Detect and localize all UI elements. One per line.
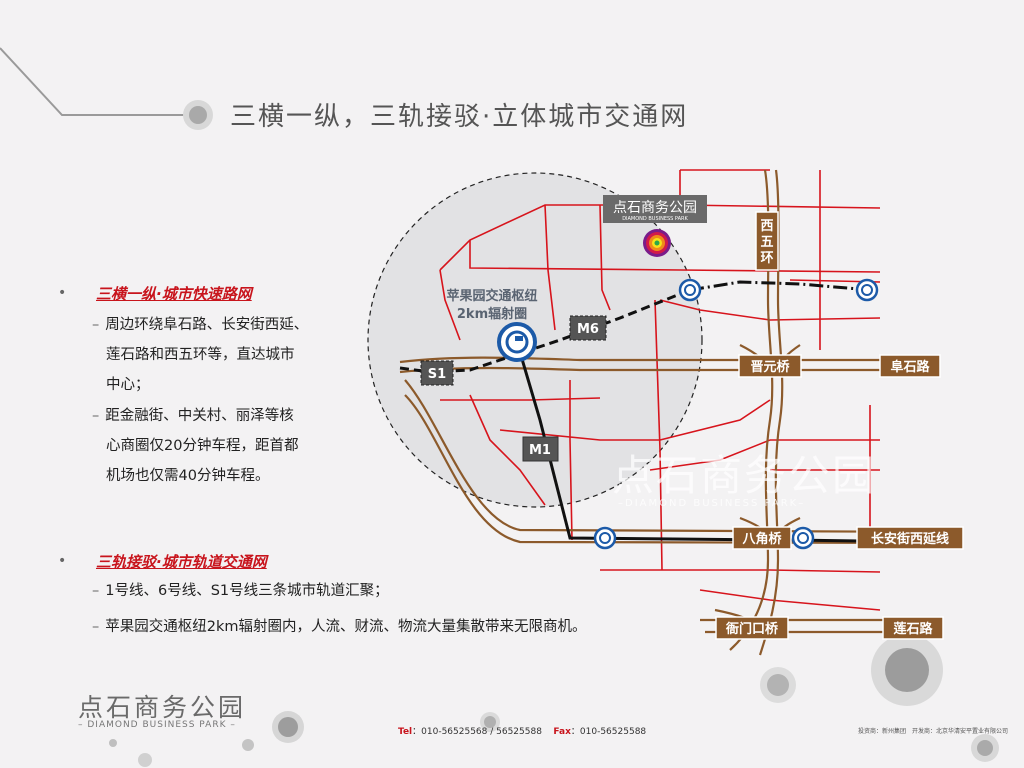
metro-station-icon xyxy=(497,322,537,362)
road-label-yamenkouqiao: 衙门口桥 xyxy=(715,616,789,640)
section-rail-item-2: –苹果园交通枢纽2km辐射圈内，人流、财流、物流大量集散带来无限商机。 xyxy=(92,612,652,642)
site-target-icon xyxy=(643,229,671,257)
text-line: 1号线、6号线、S1号线三条城市轨道汇聚； xyxy=(105,583,389,599)
svg-text:衙门口桥: 衙门口桥 xyxy=(725,621,779,637)
footer-logo-sub: – DIAMOND BUSINESS PARK – xyxy=(78,720,236,730)
site-label-box xyxy=(603,195,707,223)
road-label-xiwuhuan: 西 五 环 xyxy=(755,211,779,271)
bullet-marker: • xyxy=(58,553,67,569)
svg-text:晋元桥: 晋元桥 xyxy=(750,359,790,375)
metro-line-6-extension xyxy=(689,280,871,292)
svg-text:M6: M6 xyxy=(577,322,599,337)
svg-text:环: 环 xyxy=(760,251,773,266)
road-label-bajiaoqiao: 八角桥 xyxy=(732,526,792,550)
dash-marker: – xyxy=(92,408,100,424)
section-roads-item-1: –周边环绕阜石路、长安街西延、 莲石路和西五环等，直达城市 中心； xyxy=(92,310,342,400)
road-label-fushilu: 阜石路 xyxy=(879,354,941,378)
section-rail-item-1: –1号线、6号线、S1号线三条城市轨道汇聚； xyxy=(92,576,652,606)
metro-station-icon xyxy=(855,278,879,302)
svg-text:五: 五 xyxy=(760,235,773,250)
svg-text:八角桥: 八角桥 xyxy=(741,531,782,547)
fax-key: Fax xyxy=(553,727,571,737)
site-sublabel: DIAMOND BUSINESS PARK xyxy=(622,216,688,222)
metro-badge-m1: M1 xyxy=(522,436,559,462)
section-heading-rail: 三轨接驳·城市轨道交通网 xyxy=(96,553,267,571)
text-line: 中心； xyxy=(106,377,150,393)
road-label-lianshilu: 莲石路 xyxy=(882,616,944,640)
page-title: 三横一纵，三轨接驳·立体城市交通网 xyxy=(230,102,689,132)
road-label-jinyuanqiao: 晋元桥 xyxy=(738,354,802,378)
tel-key: Tel xyxy=(398,727,413,737)
text-line: 莲石路和西五环等，直达城市 xyxy=(106,347,295,363)
hub-label-line1: 苹果园交通枢纽 xyxy=(446,288,537,304)
footer-contact: Tel：010-56525568 / 56525588 Fax：010-5652… xyxy=(398,724,646,737)
site-label: 点石商务公园 xyxy=(613,200,697,216)
road-label-changanjie: 长安街西延线 xyxy=(856,526,964,550)
footer-logo: 点石商务公园 xyxy=(78,693,247,722)
svg-text:M1: M1 xyxy=(529,443,551,458)
text-line: 距金融街、中关村、丽泽等核 xyxy=(105,408,294,424)
bullet-marker: • xyxy=(58,285,67,301)
text-line: 苹果园交通枢纽2km辐射圈内，人流、财流、物流大量集散带来无限商机。 xyxy=(105,619,587,635)
svg-text:长安街西延线: 长安街西延线 xyxy=(871,531,949,547)
svg-text:S1: S1 xyxy=(428,367,446,382)
tel-value: ：010-56525568 / 56525588 xyxy=(412,727,542,737)
metro-badge-m6: M6 xyxy=(569,315,607,341)
dash-marker: – xyxy=(92,583,100,599)
text-line: 机场也仅需40分钟车程。 xyxy=(106,468,270,484)
svg-text:阜石路: 阜石路 xyxy=(890,359,930,375)
metro-station-icon xyxy=(791,526,815,550)
map-watermark-sub: –DIAMOND BUSINESS PARK– xyxy=(618,498,806,509)
metro-badge-s1: S1 xyxy=(420,360,454,386)
svg-text:西: 西 xyxy=(760,219,773,234)
text-line: 心商圈仅20分钟车程，距首都 xyxy=(106,438,299,454)
dash-marker: – xyxy=(92,317,100,333)
section-heading-roads: 三横一纵·城市快速路网 xyxy=(96,285,252,303)
metro-line-1 xyxy=(515,341,771,542)
fax-value: ：010-56525588 xyxy=(570,727,647,737)
footer-developer-info: 投资商：新州集团 开发商：北京华清安平置业有限公司 xyxy=(858,728,1009,735)
text-line: 周边环绕阜石路、长安街西延、 xyxy=(105,317,309,333)
svg-text:莲石路: 莲石路 xyxy=(893,621,933,637)
section-roads-item-2: –距金融街、中关村、丽泽等核 心商圈仅20分钟车程，距首都 机场也仅需40分钟车… xyxy=(92,401,342,491)
metro-station-icon xyxy=(593,526,617,550)
hub-label-line2: 2km辐射圈 xyxy=(457,306,527,322)
map-watermark: 点石商务公园 xyxy=(612,451,877,500)
metro-station-icon xyxy=(678,278,702,302)
dash-marker: – xyxy=(92,619,100,635)
